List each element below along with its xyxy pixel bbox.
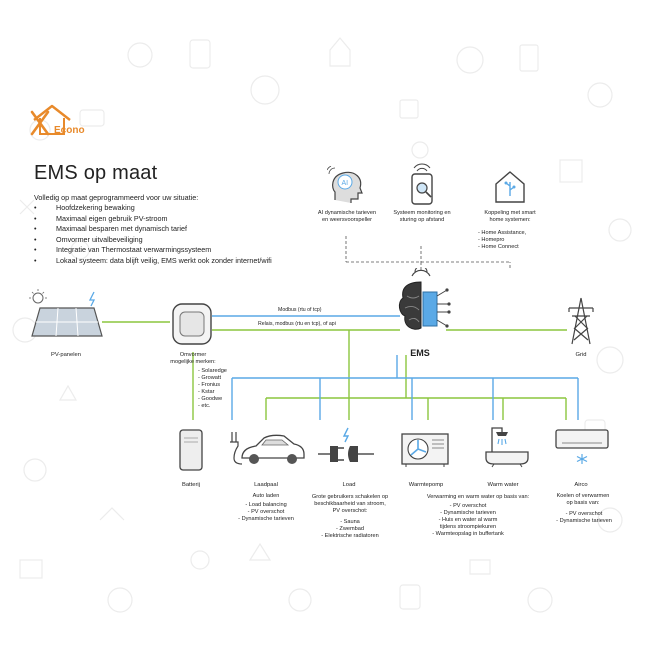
battery-label: Batterij xyxy=(181,482,201,488)
load-label: Load xyxy=(342,482,356,488)
inverter-icon xyxy=(172,303,212,345)
load-list: - Sauna - Zwembad - Elektrische radiator… xyxy=(321,519,379,539)
smart-home-icon xyxy=(495,171,525,203)
monitoring-node-label: Systeem monitoring en sturing op afstand xyxy=(393,210,451,223)
smart-home-list: - Home Assistance, - Homepro - Home Conn… xyxy=(478,230,527,250)
warm-water-label: Warm water xyxy=(487,482,519,488)
inverter-label: Omvormer mogelijke merken: xyxy=(170,352,216,365)
inverter-brand-list: - Solaredge - Growatt - Fronius - Kstar … xyxy=(198,368,227,409)
pv-label: PV-panelen xyxy=(51,352,81,358)
monitoring-phone-icon xyxy=(411,163,433,205)
feature-item: Hoofdzekering bewaking xyxy=(34,203,334,214)
load-heading: Grote gebruikers schakelen op beschikbaa… xyxy=(311,494,389,514)
airco-label: Airco xyxy=(574,482,588,488)
ems-label: EMS xyxy=(410,348,430,358)
heating-heading: Verwarming en warm water op basis van: xyxy=(426,494,530,500)
solar-panel-icon xyxy=(29,289,103,337)
feature-item: Omvormer uitvalbeveiliging xyxy=(34,235,334,246)
feature-list: Hoofdzekering bewaking Maximaal eigen ge… xyxy=(34,203,334,266)
feature-item: Maximaal eigen gebruik PV-stroom xyxy=(34,214,334,225)
page-title: EMS op maat xyxy=(34,162,158,184)
charger-heading: Auto laden xyxy=(252,493,280,499)
ai-node-label: AI dynamische tarieven en weersvoorspell… xyxy=(317,210,377,223)
heating-list: - PV overschot - Dynamische tarieven - H… xyxy=(432,503,504,537)
ems-brain-chip-icon xyxy=(398,268,451,330)
airco-heading: Koelen of verwarmen op basis van: xyxy=(556,493,610,506)
shower-bath-icon xyxy=(485,427,529,468)
intro-text: Volledig op maat geprogrammeerd voor uw … xyxy=(34,193,199,202)
modbus-label: Modbus (rtu of tcp) xyxy=(278,307,322,313)
ai-head-icon: AI xyxy=(327,166,363,203)
charger-label: Laadpaal xyxy=(254,482,278,488)
power-grid-tower-icon xyxy=(568,297,594,345)
econo-logo-icon xyxy=(30,104,71,136)
plug-load-icon xyxy=(318,427,374,462)
heat-pump-icon xyxy=(401,433,449,467)
relais-label: Relais, modbus (rtu en tcp), of api xyxy=(258,321,336,327)
feature-item: Maximaal besparen met dynamisch tarief xyxy=(34,224,334,235)
feature-item: Lokaal systeem: data blijft veilig, EMS … xyxy=(34,256,334,267)
airco-list: - PV overschot - Dynamische tarieven xyxy=(556,511,612,524)
charger-list: - Load balancing - PV overschot - Dynami… xyxy=(238,502,294,522)
ev-charger-car-icon xyxy=(230,432,305,465)
svg-text:AI: AI xyxy=(342,180,349,187)
battery-icon xyxy=(179,429,203,471)
heatpump-label: Warmtepomp xyxy=(408,482,444,488)
grid-label: Grid xyxy=(575,352,587,358)
feature-item: Integratie van Thermostaat verwarmingssy… xyxy=(34,245,334,256)
airco-icon xyxy=(555,429,609,464)
smart-home-node-label: Koppeling met smart home systemen: xyxy=(484,210,536,223)
brand-name: Econo xyxy=(54,125,85,136)
